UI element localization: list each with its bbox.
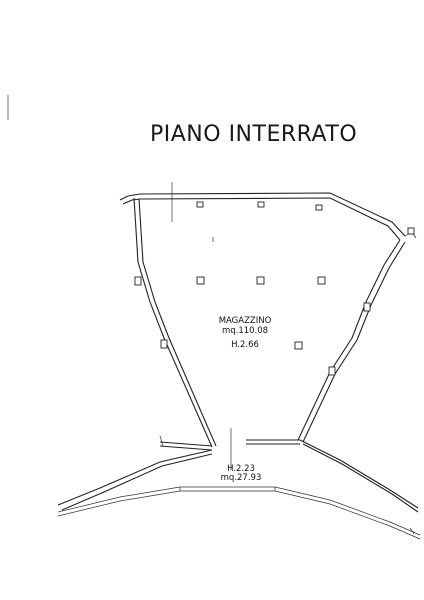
room-name-magazzino: MAGAZZINO bbox=[218, 316, 272, 326]
columns bbox=[196, 276, 326, 350]
plan-title: PIANO INTERRATO bbox=[150, 122, 358, 147]
room-height-lower: H.2.23 bbox=[227, 464, 255, 474]
room-area-main: mq.110.08 bbox=[221, 326, 269, 336]
room-area-lower: mq.27.93 bbox=[220, 473, 262, 483]
top-wall bbox=[119, 192, 417, 241]
bottom-wall bbox=[159, 435, 300, 451]
wall-niche bbox=[315, 204, 323, 211]
wall-niche bbox=[196, 201, 204, 208]
right-wall bbox=[297, 239, 406, 443]
left-wall bbox=[133, 197, 217, 448]
room-height-main: H.2.66 bbox=[231, 340, 259, 350]
lower-area bbox=[57, 439, 421, 540]
wall-niche bbox=[257, 201, 265, 208]
